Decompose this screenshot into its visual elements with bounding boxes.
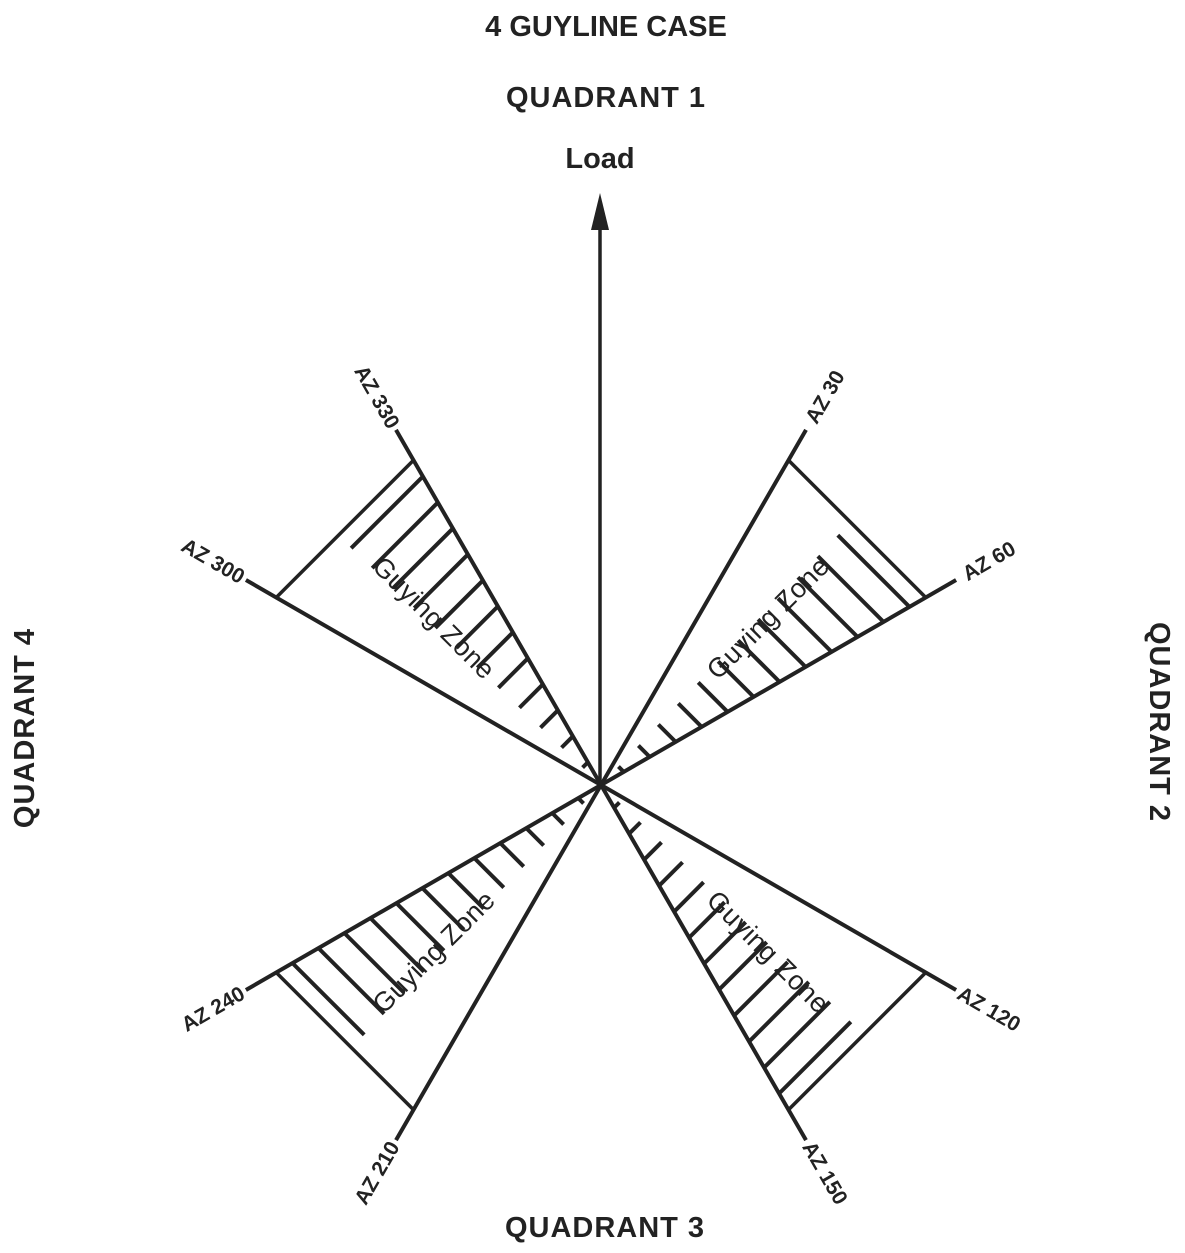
guying-zone-hatch [656, 723, 678, 744]
guying-zone-hatch [317, 946, 386, 1016]
guying-zone-hatch [446, 871, 486, 911]
guying-zone-hatch [291, 961, 366, 1037]
guying-zone-hatch [370, 501, 440, 570]
guying-zone-hatch [412, 553, 470, 610]
azimuth-lines [244, 428, 958, 1142]
guying-zone-hatch [472, 856, 506, 889]
guying-zone-hatch [349, 475, 425, 550]
guying-zone-hatch [524, 826, 546, 847]
guying-zone-hatch [369, 916, 426, 974]
guying-zone-hatch [454, 604, 500, 650]
quadrant-2-label: QUADRANT 2 [1143, 622, 1175, 822]
guying-zone-hatch [518, 682, 545, 710]
guying-zone-hatch [747, 980, 811, 1043]
guying-zone-edge [787, 459, 927, 599]
guying-zones [275, 459, 927, 1111]
guying-zone-hatch [736, 638, 782, 684]
azimuth-line [394, 428, 603, 787]
guying-zone-hatch [672, 880, 705, 914]
azimuth-label: AZ 30 [801, 367, 850, 428]
load-arrow-head [591, 193, 609, 230]
guying-zone-hatch [497, 656, 530, 690]
guying-zone-hatch [560, 734, 575, 750]
guying-zone-hatch [539, 708, 560, 730]
quadrant-1-label: QUADRANT 1 [506, 82, 706, 114]
azimuth-line [599, 428, 808, 787]
guying-zone-hatch [642, 840, 663, 862]
load-label: Load [565, 143, 634, 175]
guying-zone-hatch [475, 630, 515, 670]
guying-zone-hatch [627, 820, 642, 836]
azimuth-label: AZ 210 [350, 1138, 404, 1209]
azimuth-label: AZ 150 [797, 1138, 851, 1209]
guying-zone-label: Guying Zone [367, 551, 501, 685]
guying-zone-hatch [550, 811, 566, 826]
guying-zone-hatch [796, 575, 859, 639]
guying-zone-hatch [756, 617, 808, 669]
guying-zone-hatch [657, 860, 684, 888]
azimuth-line [394, 784, 603, 1142]
guying-zone-hatch [343, 931, 406, 995]
guying-zone-hatch [776, 596, 833, 654]
diagram-title: 4 GUYLINE CASE [485, 11, 727, 43]
azimuth-line [600, 783, 958, 992]
guying-zone-hatch [702, 920, 748, 966]
guying-zone-hatch [732, 960, 790, 1017]
azimuth-line [244, 578, 602, 787]
guying-zone-label: Guying Zone [701, 885, 835, 1019]
guying-zone-label: Guying Zone [701, 551, 835, 685]
guying-zone-hatch [433, 578, 485, 630]
guying-zone-hatch [687, 900, 727, 940]
quadrant-3-label: QUADRANT 3 [505, 1212, 705, 1244]
guying-zone-hatch [676, 702, 704, 729]
guying-zone-hatch [716, 659, 756, 699]
guying-zone-hatch [762, 1000, 832, 1069]
azimuth-label: AZ 120 [953, 982, 1024, 1036]
guying-zone-label: Guying Zone [367, 885, 501, 1019]
guying-zone-hatch [498, 841, 526, 868]
azimuth-label: AZ 60 [959, 537, 1020, 586]
quadrant-4-label: QUADRANT 4 [9, 628, 41, 828]
guying-zone-hatch [696, 681, 730, 714]
guying-zone-hatch [777, 1020, 853, 1095]
azimuth-line [244, 783, 602, 992]
guying-zone-edge [275, 459, 415, 599]
guying-zone-hatch [836, 533, 911, 609]
guying-zone-hatch [636, 744, 652, 759]
azimuth-label: AZ 300 [177, 534, 248, 588]
guying-zone-hatch [816, 554, 885, 624]
guying-zone-hatch [394, 901, 446, 953]
guying-zone-hatch [420, 886, 466, 932]
azimuth-line [599, 784, 808, 1142]
guying-zone-hatch [717, 940, 769, 992]
guying-zone-edge [787, 971, 927, 1111]
guying-zone-hatch [391, 527, 455, 590]
azimuth-label: AZ 330 [349, 362, 403, 433]
azimuth-line [600, 578, 958, 787]
azimuth-label: AZ 240 [178, 982, 249, 1036]
guying-zone-edge [275, 971, 415, 1111]
